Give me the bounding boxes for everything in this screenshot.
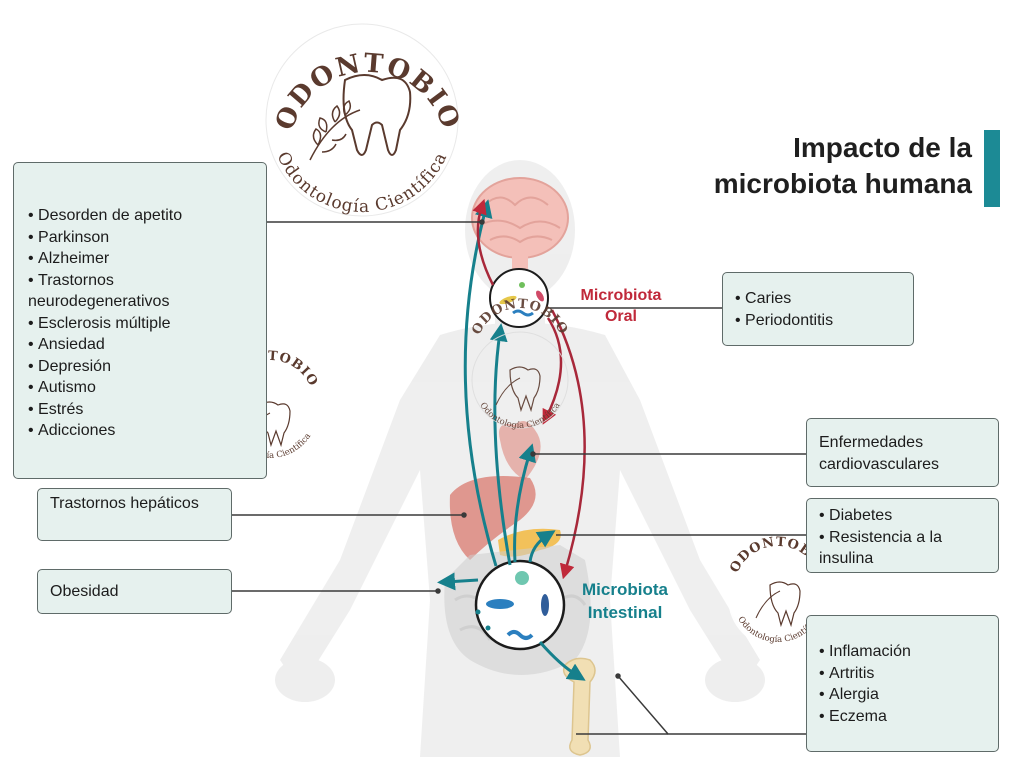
oral-conditions-box: CariesPeriodontitis xyxy=(722,272,914,346)
list-item: Alergia xyxy=(819,684,986,706)
tooth-icon xyxy=(769,581,801,628)
leaf-branch-icon xyxy=(309,99,361,161)
list-item: Diabetes xyxy=(819,505,988,527)
list-item: Alzheimer xyxy=(28,248,252,270)
list-item: Ansiedad xyxy=(28,334,252,356)
list-item: Autismo xyxy=(28,377,252,399)
obesity-box: Obesidad xyxy=(37,569,232,614)
title-line-1: Impacto de la xyxy=(793,132,972,163)
oral-label-line-2: Oral xyxy=(604,308,637,325)
tooth-icon xyxy=(342,74,412,156)
hepatic-text: Trastornos hepáticos xyxy=(50,495,199,512)
metabolic-box: DiabetesResistencia a la insulina xyxy=(806,498,999,573)
list-item: Adicciones xyxy=(28,420,252,442)
intestinal-microbiota-label: Microbiota Intestinal xyxy=(570,578,680,624)
title-line-2: microbiota humana xyxy=(713,168,972,199)
hepatic-box: Trastornos hepáticos xyxy=(37,488,232,541)
list-item: Depresión xyxy=(28,356,252,378)
oral-conditions-list: CariesPeriodontitis xyxy=(735,288,901,331)
list-item: Estrés xyxy=(28,399,252,421)
obesity-text: Obesidad xyxy=(50,583,119,600)
list-item: Inflamación xyxy=(819,641,986,663)
connector-lines xyxy=(232,219,806,735)
list-item: Resistencia a la insulina xyxy=(819,527,988,570)
brain-conditions-list: Desorden de apetitoParkinsonAlzheimerTra… xyxy=(28,205,252,442)
oral-label-line-1: Microbiota xyxy=(580,287,662,304)
immune-list: InflamaciónArtritisAlergiaEczema xyxy=(819,641,986,727)
metabolic-list: DiabetesResistencia a la insulina xyxy=(819,505,988,570)
odontobio-logo-large: ODONTOBIO Odontología Científica xyxy=(265,23,464,217)
cardiovascular-text: Enfermedades cardiovasculares xyxy=(819,434,940,473)
brain-conditions-box: Desorden de apetitoParkinsonAlzheimerTra… xyxy=(13,162,267,479)
list-item: Eczema xyxy=(819,706,986,728)
bacteria-icon xyxy=(499,282,544,317)
oral-arrows xyxy=(472,198,586,580)
oral-microbiota-circle xyxy=(489,268,549,328)
leaf-branch-icon xyxy=(495,377,521,406)
immune-box: InflamaciónArtritisAlergiaEczema xyxy=(806,615,999,752)
liver-icon xyxy=(449,476,536,560)
list-item: Parkinson xyxy=(28,227,252,249)
list-item: Periodontitis xyxy=(735,310,901,332)
list-item: Trastornos neurodegenerativos xyxy=(28,270,252,313)
brain-icon xyxy=(471,177,569,277)
intestinal-arrows xyxy=(437,199,586,681)
tooth-icon xyxy=(509,366,541,413)
bone-icon xyxy=(562,657,596,756)
list-item: Desorden de apetito xyxy=(28,205,252,227)
oral-microbiota-label: Microbiota Oral xyxy=(566,285,676,327)
page-title: Impacto de la microbiota humana xyxy=(714,130,972,202)
list-item: Artritis xyxy=(819,663,986,685)
title-accent-bar xyxy=(984,130,1000,207)
intestinal-microbiota-circle xyxy=(474,559,566,651)
list-item: Esclerosis múltiple xyxy=(28,313,252,335)
intestinal-label-line-1: Microbiota xyxy=(582,580,668,599)
list-item: Caries xyxy=(735,288,901,310)
leaf-branch-icon xyxy=(755,590,781,619)
intestinal-label-line-2: Intestinal xyxy=(587,603,663,622)
bacteria-icon xyxy=(475,571,549,640)
cardiovascular-box: Enfermedades cardiovasculares xyxy=(806,418,999,487)
